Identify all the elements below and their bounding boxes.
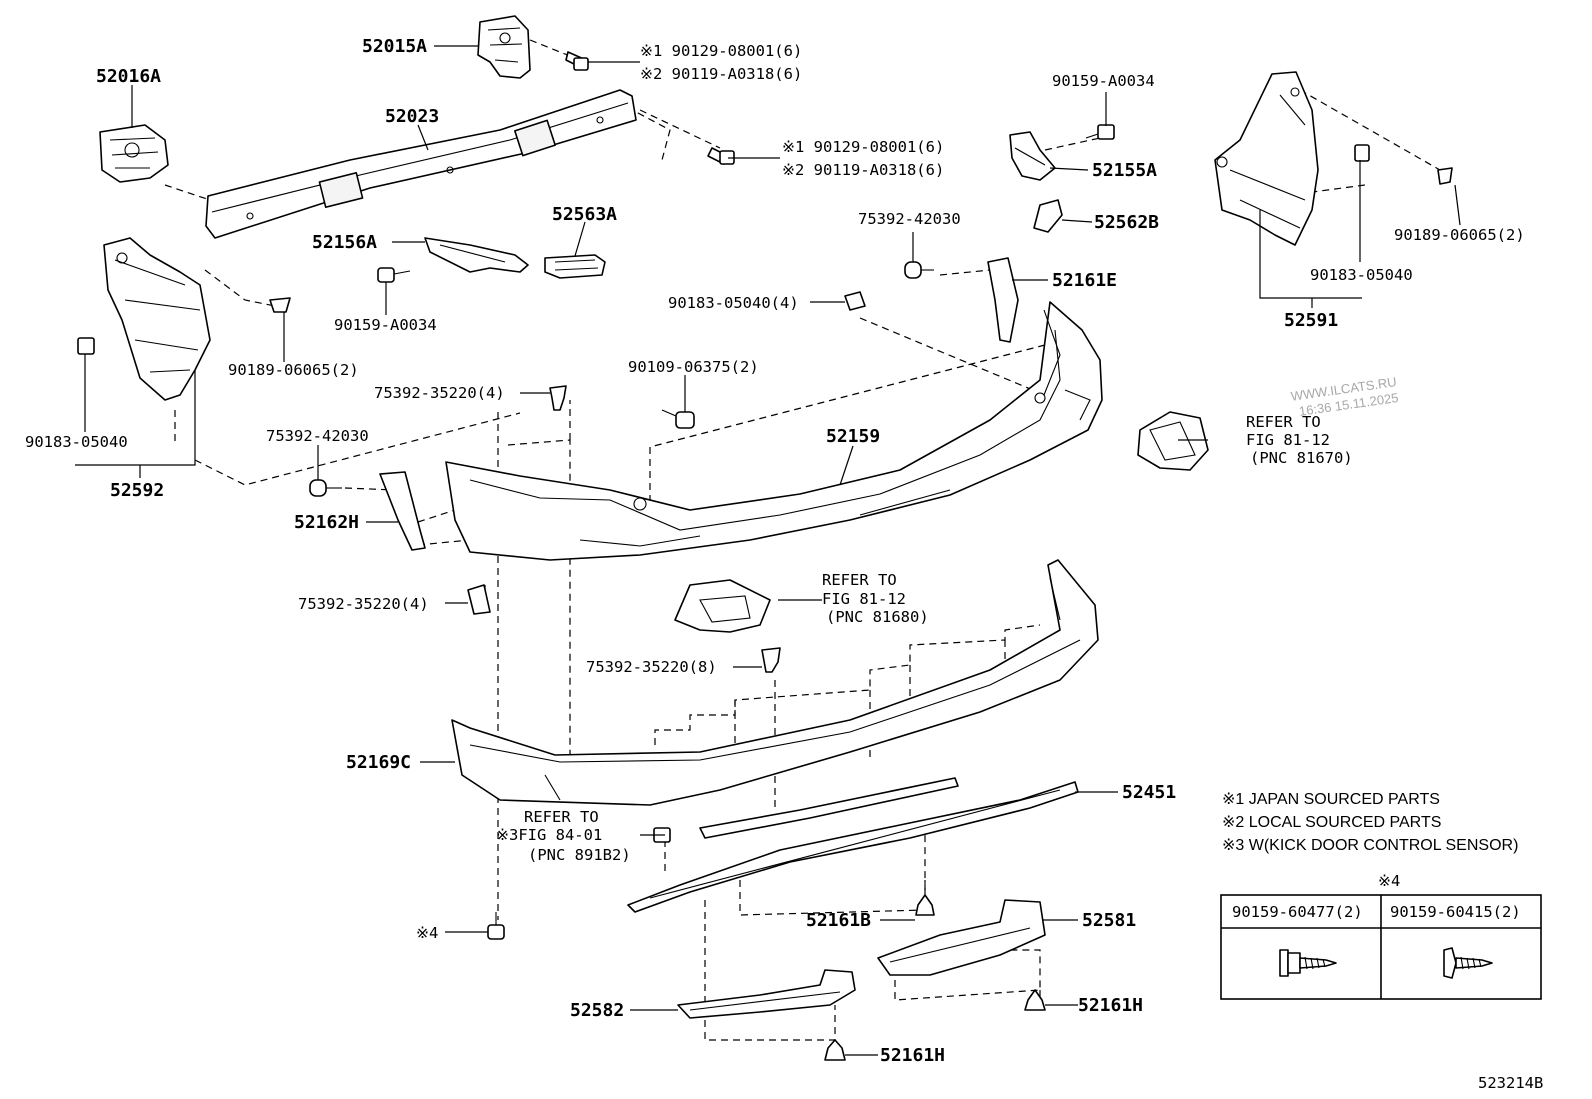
fastener-table: ※4 90159-60477(2) 90159-60415(2): [1220, 872, 1542, 1000]
push-clip-icon: [467, 385, 781, 673]
note-japan: ※1 JAPAN SOURCED PARTS: [1222, 791, 1440, 808]
note-local: ※2 LOCAL SOURCED PARTS: [1222, 814, 1441, 831]
label-52591: 52591: [1284, 310, 1338, 331]
label-90109-06375: 90109-06375(2): [628, 358, 759, 376]
label-75392-35220-8: 75392-35220(8): [586, 658, 717, 676]
refer-line: REFER TO: [1246, 413, 1321, 431]
watermark: WWW.ILCATS.RU 16:36 15.11.2025: [1290, 374, 1400, 419]
label-bolt-japan: ※1 90129-08001(6): [640, 42, 802, 60]
notes: ※1 JAPAN SOURCED PARTS ※2 LOCAL SOURCED …: [1222, 791, 1518, 854]
label-52155A: 52155A: [1092, 160, 1157, 181]
label-52161B: 52161B: [806, 910, 871, 931]
pan-screw-icon: [1443, 947, 1493, 979]
bracket-52562B: [1033, 199, 1063, 233]
reflector-lamp: [1137, 411, 1209, 471]
bumper-cover-52159: [445, 301, 1103, 561]
label-90189-06065: 90189-06065(2): [1394, 226, 1525, 244]
leader-lines: [75, 45, 1461, 1056]
label-52159: 52159: [826, 426, 880, 447]
label-52451: 52451: [1122, 782, 1176, 803]
hex-screw-icon: [1279, 949, 1337, 977]
label-52156A: 52156A: [312, 232, 377, 253]
label-star4: ※4: [416, 924, 438, 942]
refer-line: (PNC 891B2): [528, 846, 631, 864]
label-52161H: 52161H: [880, 1045, 945, 1066]
clip-icon: [844, 291, 866, 311]
label-90189-06065: 90189-06065(2): [228, 361, 359, 379]
diagram-id: 523214B: [1478, 1074, 1543, 1092]
strip-52451: [627, 777, 1079, 913]
reflector-lamp: [674, 579, 771, 633]
label-52581: 52581: [1082, 910, 1136, 931]
label-bolt-japan: ※1 90129-08001(6): [782, 138, 944, 156]
refer-line: REFER TO: [822, 571, 897, 589]
label-90159-A0034: 90159-A0034: [1052, 72, 1155, 90]
refer-81670: REFER TO FIG 81-12 (PNC 81670): [1246, 413, 1353, 467]
table-title: ※4: [1378, 872, 1400, 890]
side-bracket-52592: [103, 237, 211, 401]
refer-line: FIG 81-12: [822, 590, 906, 608]
garnish-52161E: [987, 257, 1019, 343]
undercover-52582: [677, 969, 856, 1019]
table-col-1: 90159-60477(2): [1232, 903, 1363, 921]
bolt-icon: [565, 51, 589, 71]
bracket-52155A: [1009, 131, 1056, 181]
screw-icon: [487, 912, 505, 940]
bolt-icon: [309, 261, 934, 497]
label-52563A: 52563A: [552, 204, 617, 225]
label-75392-42030: 75392-42030: [858, 210, 961, 228]
refer-line: (PNC 81680): [826, 608, 929, 626]
label-52161H: 52161H: [1078, 995, 1143, 1016]
screw-icon: [1437, 167, 1453, 185]
bolt-icon: [1085, 124, 1115, 140]
refer-line: FIG 81-12: [1246, 431, 1330, 449]
label-bolt-local: ※2 90119-A0318(6): [782, 161, 944, 179]
clip-icon: [77, 297, 291, 355]
label-52162H: 52162H: [294, 512, 359, 533]
undercover-52581: [877, 899, 1046, 976]
screw-icon: [377, 267, 411, 283]
bracket-52563A: [544, 254, 606, 279]
label-52015A: 52015A: [362, 36, 427, 57]
label-52592: 52592: [110, 480, 164, 501]
label-52023: 52023: [385, 106, 439, 127]
bracket-52156A: [424, 237, 529, 273]
refer-line: REFER TO: [524, 808, 599, 826]
note-kick-sensor: ※3 W(KICK DOOR CONTROL SENSOR): [1222, 837, 1518, 854]
refer-line: (PNC 81670): [1250, 449, 1353, 467]
bolt-icon: [707, 147, 735, 165]
clip-icon: [1354, 144, 1370, 162]
bracket-52016A: [99, 124, 169, 183]
table-col-2: 90159-60415(2): [1390, 903, 1521, 921]
label-bolt-local: ※2 90119-A0318(6): [640, 65, 802, 83]
bracket-52015A: [477, 15, 531, 79]
part-labels: 52015A 52016A 52023 52156A 52563A 52155A…: [25, 36, 1525, 1066]
rivet-icon: [824, 894, 1046, 1061]
label-90159-A0034: 90159-A0034: [334, 316, 437, 334]
refer-line: ※3FIG 84-01: [496, 826, 602, 844]
reinforcement-beam-52023: [205, 89, 637, 239]
lower-bumper-52169C: [451, 559, 1099, 806]
label-75392-42030: 75392-42030: [266, 427, 369, 445]
label-52582: 52582: [570, 1000, 624, 1021]
screw-icon: [661, 409, 695, 429]
refer-891B2: REFER TO ※3FIG 84-01 (PNC 891B2): [496, 808, 631, 864]
refer-81680: REFER TO FIG 81-12 (PNC 81680): [822, 571, 929, 626]
label-75392-35220-4: 75392-35220(4): [298, 595, 429, 613]
label-90183-05040: 90183-05040: [25, 433, 128, 451]
label-52562B: 52562B: [1094, 212, 1159, 233]
label-52169C: 52169C: [346, 752, 411, 773]
label-90183-05040-4: 90183-05040(4): [668, 294, 799, 312]
side-bracket-52591: [1214, 71, 1319, 246]
label-90183-05040: 90183-05040: [1310, 266, 1413, 284]
label-75392-35220-4: 75392-35220(4): [374, 384, 505, 402]
garnish-52162H: [379, 471, 426, 551]
label-52016A: 52016A: [96, 66, 161, 87]
label-52161E: 52161E: [1052, 270, 1117, 291]
